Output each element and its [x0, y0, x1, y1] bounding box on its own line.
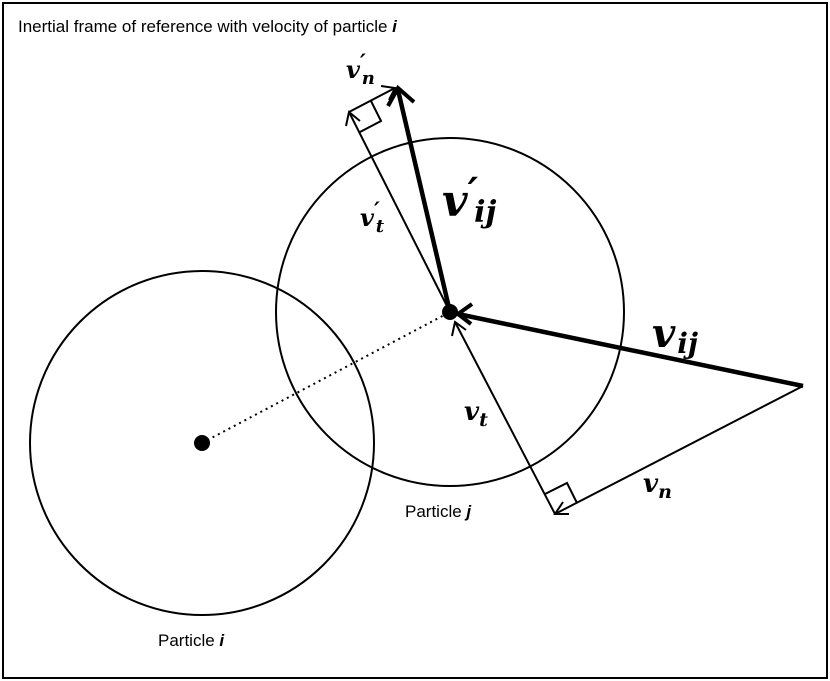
v-ij-arrowhead — [454, 302, 474, 326]
particle-i-label: Particle i — [158, 631, 225, 650]
v-ij-prime-label: v′ij — [442, 169, 497, 230]
right-angle-marker-bottom — [544, 481, 578, 504]
particle-i-center — [194, 435, 210, 451]
center-line — [201, 311, 451, 444]
v-ij-prime-arrow — [395, 89, 453, 313]
v-ij-arrow — [457, 311, 804, 389]
v-t-arrow — [454, 321, 556, 515]
v-n-arrow — [554, 385, 804, 515]
v-n-prime-label: v′n — [346, 50, 375, 89]
v-n-label: vn — [643, 469, 672, 503]
v-t-arrowhead — [451, 320, 467, 337]
particle-j-circle — [275, 137, 625, 487]
right-angle-marker-top — [359, 100, 383, 133]
v-n-prime-arrow — [348, 87, 396, 113]
particle-i-circle — [29, 270, 375, 616]
particle-j-label: Particle j — [405, 502, 472, 521]
diagram-title: Inertial frame of reference with velocit… — [18, 17, 398, 36]
v-ij-label: vij — [652, 310, 698, 360]
v-n-prime-arrowhead — [380, 85, 397, 101]
v-t-label: vt — [464, 397, 488, 431]
v-t-prime-arrow — [348, 111, 451, 313]
v-ij-prime-arrowhead — [386, 84, 416, 107]
v-t-prime-label: v′t — [360, 198, 385, 237]
